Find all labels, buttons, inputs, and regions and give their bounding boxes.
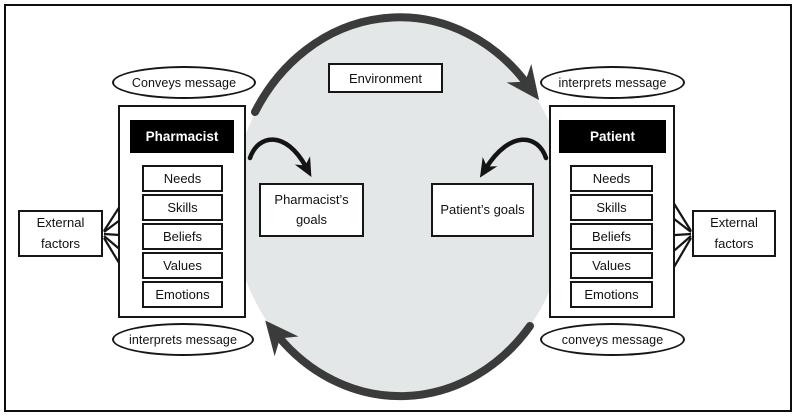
environment-ellipse	[233, 18, 567, 396]
pharmacist-to-goals-arrow-icon	[247, 137, 312, 177]
pharmacist-header: Pharmacist	[130, 120, 234, 153]
pharmacist-attr-beliefs: Beliefs	[142, 223, 223, 250]
patient-attr-values: Values	[570, 252, 653, 279]
pharmacist-conveys-message-oval: Conveys message	[112, 66, 256, 99]
external-factors-box-left: External factors	[18, 210, 103, 257]
pharmacist-panel: Pharmacist Needs Skills Beliefs Values E…	[118, 105, 246, 318]
cycle-arrow-top-icon	[251, 13, 540, 116]
pharmacist-interprets-message-oval: interprets message	[112, 323, 254, 356]
patient-panel: Patient Needs Skills Beliefs Values Emot…	[549, 105, 675, 318]
pharmacist-attr-needs: Needs	[142, 165, 223, 192]
patient-attr-emotions: Emotions	[570, 281, 653, 308]
patient-conveys-message-oval: conveys message	[540, 323, 685, 356]
patient-to-goals-arrow-icon	[479, 137, 549, 178]
patient-attr-beliefs: Beliefs	[570, 223, 653, 250]
pharmacist-attr-emotions: Emotions	[142, 281, 223, 308]
pharmacist-attr-skills: Skills	[142, 194, 223, 221]
patient-goals-box: Patient’s goals	[431, 183, 534, 237]
patient-attr-skills: Skills	[570, 194, 653, 221]
patient-header: Patient	[559, 120, 666, 153]
external-factors-box-right: External factors	[692, 210, 776, 257]
cycle-arrow-bottom-icon	[265, 320, 534, 401]
patient-interprets-message-oval: interprets message	[540, 66, 685, 99]
patient-attr-needs: Needs	[570, 165, 653, 192]
pharmacist-attr-values: Values	[142, 252, 223, 279]
environment-label-box: Environment	[328, 63, 443, 93]
pharmacist-goals-box: Pharmacist’s goals	[259, 183, 364, 237]
